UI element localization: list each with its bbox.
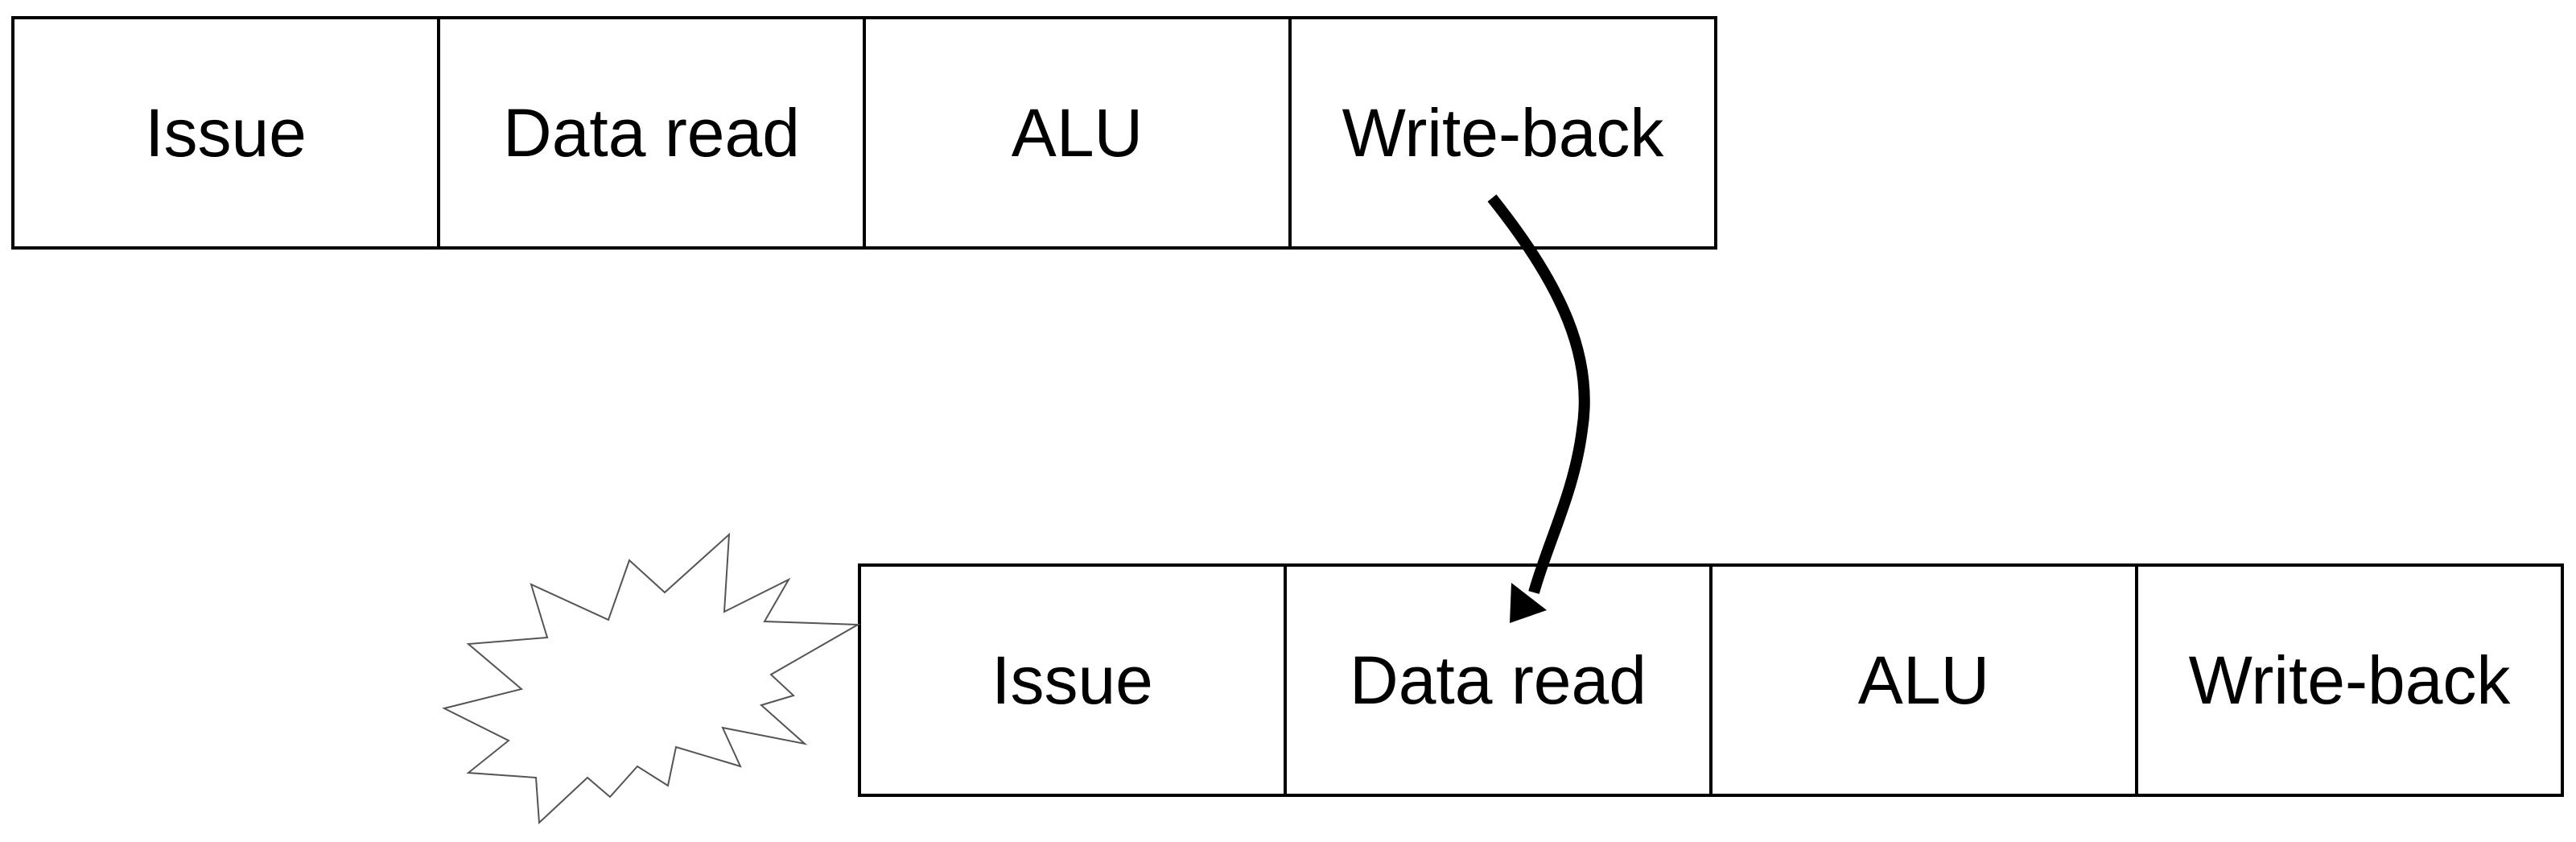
- stage-issue: Issue: [14, 19, 440, 246]
- stage-data-read: Data read: [440, 19, 866, 246]
- stage-issue: Issue: [861, 567, 1287, 794]
- curved-arrow-icon: [1487, 194, 1590, 594]
- starburst-icon: [442, 532, 861, 825]
- stage-write-back: Write-back: [1342, 94, 1664, 171]
- stage-alu: ALU: [866, 19, 1292, 246]
- pipeline-row-bottom: Issue Data read ALU Write-back: [858, 563, 2564, 797]
- stage-data-read: Data read: [1287, 567, 1713, 794]
- stage-alu: ALU: [1713, 567, 2138, 794]
- pipeline-row-top: Issue Data read ALU Write-back: [11, 16, 1717, 250]
- stage-write-back: Write-back: [2188, 642, 2511, 718]
